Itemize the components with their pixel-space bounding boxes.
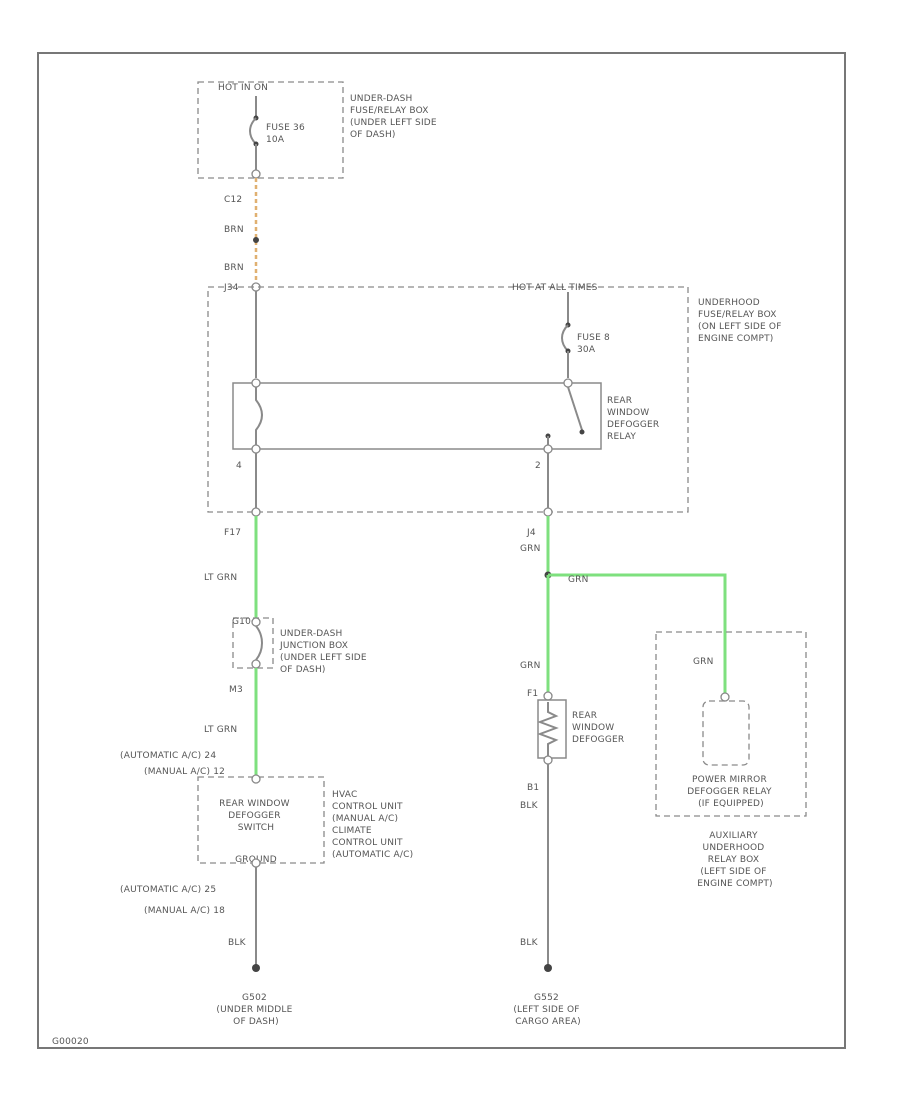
aux-box-label: AUXILIARY UNDERHOOD RELAY BOX (LEFT SIDE… [697,831,773,889]
hvac-label: HVAC CONTROL UNIT (MANUAL A/C) CLIMATE C… [332,790,413,860]
brn-splice [253,237,259,243]
b1-label: B1 [527,783,539,793]
hot-at-all-times-label: HOT AT ALL TIMES [512,283,598,293]
fuse-36-label: FUSE 36 10A [266,123,308,145]
hvac-control-unit [197,776,325,864]
manual-ac-12-label: (MANUAL A/C) 12 [144,767,225,777]
fuse-8-symbol [561,324,569,352]
grn-branch-wire [548,573,727,693]
mirror-relay-label: POWER MIRROR DEFOGGER RELAY (IF EQUIPPED… [687,775,775,809]
junction-symbol [255,625,263,661]
fuse-36-symbol [249,117,257,145]
lt-grn-label-2: LT GRN [204,725,237,735]
ground-g502 [252,964,260,972]
pin-2-label: 2 [535,461,541,471]
connector-j4 [543,507,553,517]
underhood-fuse-box [207,286,689,513]
brn-label-2: BRN [224,263,244,273]
grn-label-4: GRN [693,657,714,667]
ground-g552 [544,964,552,972]
underdash-junction-box [232,617,274,669]
connector-m3 [251,659,261,669]
j34-label: J34 [223,283,239,293]
hot-in-on-label: HOT IN ON [218,83,268,93]
manual-ac-18-label: (MANUAL A/C) 18 [144,906,225,916]
defogger-element-symbol [537,702,559,756]
fuse-8-label: FUSE 8 30A [577,333,613,355]
power-mirror-defogger-relay [702,700,750,766]
switch-label: REAR WINDOW DEFOGGER SWITCH [219,799,293,833]
grn-label-3: GRN [520,661,541,671]
underdash-box-label: UNDER-DASH FUSE/RELAY BOX (UNDER LEFT SI… [350,94,440,140]
connector-f17 [251,507,261,517]
pin-4-label: 4 [236,461,242,471]
auto-ac-24-label: (AUTOMATIC A/C) 24 [120,751,216,761]
g502-label: G502 (UNDER MIDDLE OF DASH) [216,993,295,1027]
f1-label: F1 [527,689,538,699]
junction-box-label: UNDER-DASH JUNCTION BOX (UNDER LEFT SIDE… [279,629,370,675]
relay-coil-symbol [255,387,263,445]
grn-label-1: GRN [520,544,541,554]
j4-label: J4 [526,528,536,538]
underhood-box-label: UNDERHOOD FUSE/RELAY BOX (ON LEFT SIDE O… [698,298,785,344]
lt-grn-label-1: LT GRN [204,573,237,583]
rear-window-defogger-relay [232,382,602,450]
relay-label: REAR WINDOW DEFOGGER RELAY [607,396,662,442]
connector-c12 [251,169,261,179]
auto-ac-25-label: (AUTOMATIC A/C) 25 [120,885,216,895]
relay-switch-contact [567,386,583,431]
figure-id: G00020 [52,1037,89,1047]
grn-label-2: GRN [568,575,589,585]
blk-label-3: BLK [520,938,539,948]
blk-label-1: BLK [228,938,247,948]
f17-label: F17 [224,528,241,538]
underdash-fuse-box [197,81,344,179]
g10-label: G10 [232,617,251,627]
connector-g10 [251,617,261,627]
diagram-frame [37,52,846,1049]
auxiliary-relay-box [655,631,807,817]
defogger-label: REAR WINDOW DEFOGGER [572,711,624,745]
blk-label-2: BLK [520,801,539,811]
brn-label-1: BRN [224,225,244,235]
g552-label: G552 (LEFT SIDE OF CARGO AREA) [513,993,582,1027]
c12-label: C12 [224,195,242,205]
m3-label: M3 [229,685,243,695]
